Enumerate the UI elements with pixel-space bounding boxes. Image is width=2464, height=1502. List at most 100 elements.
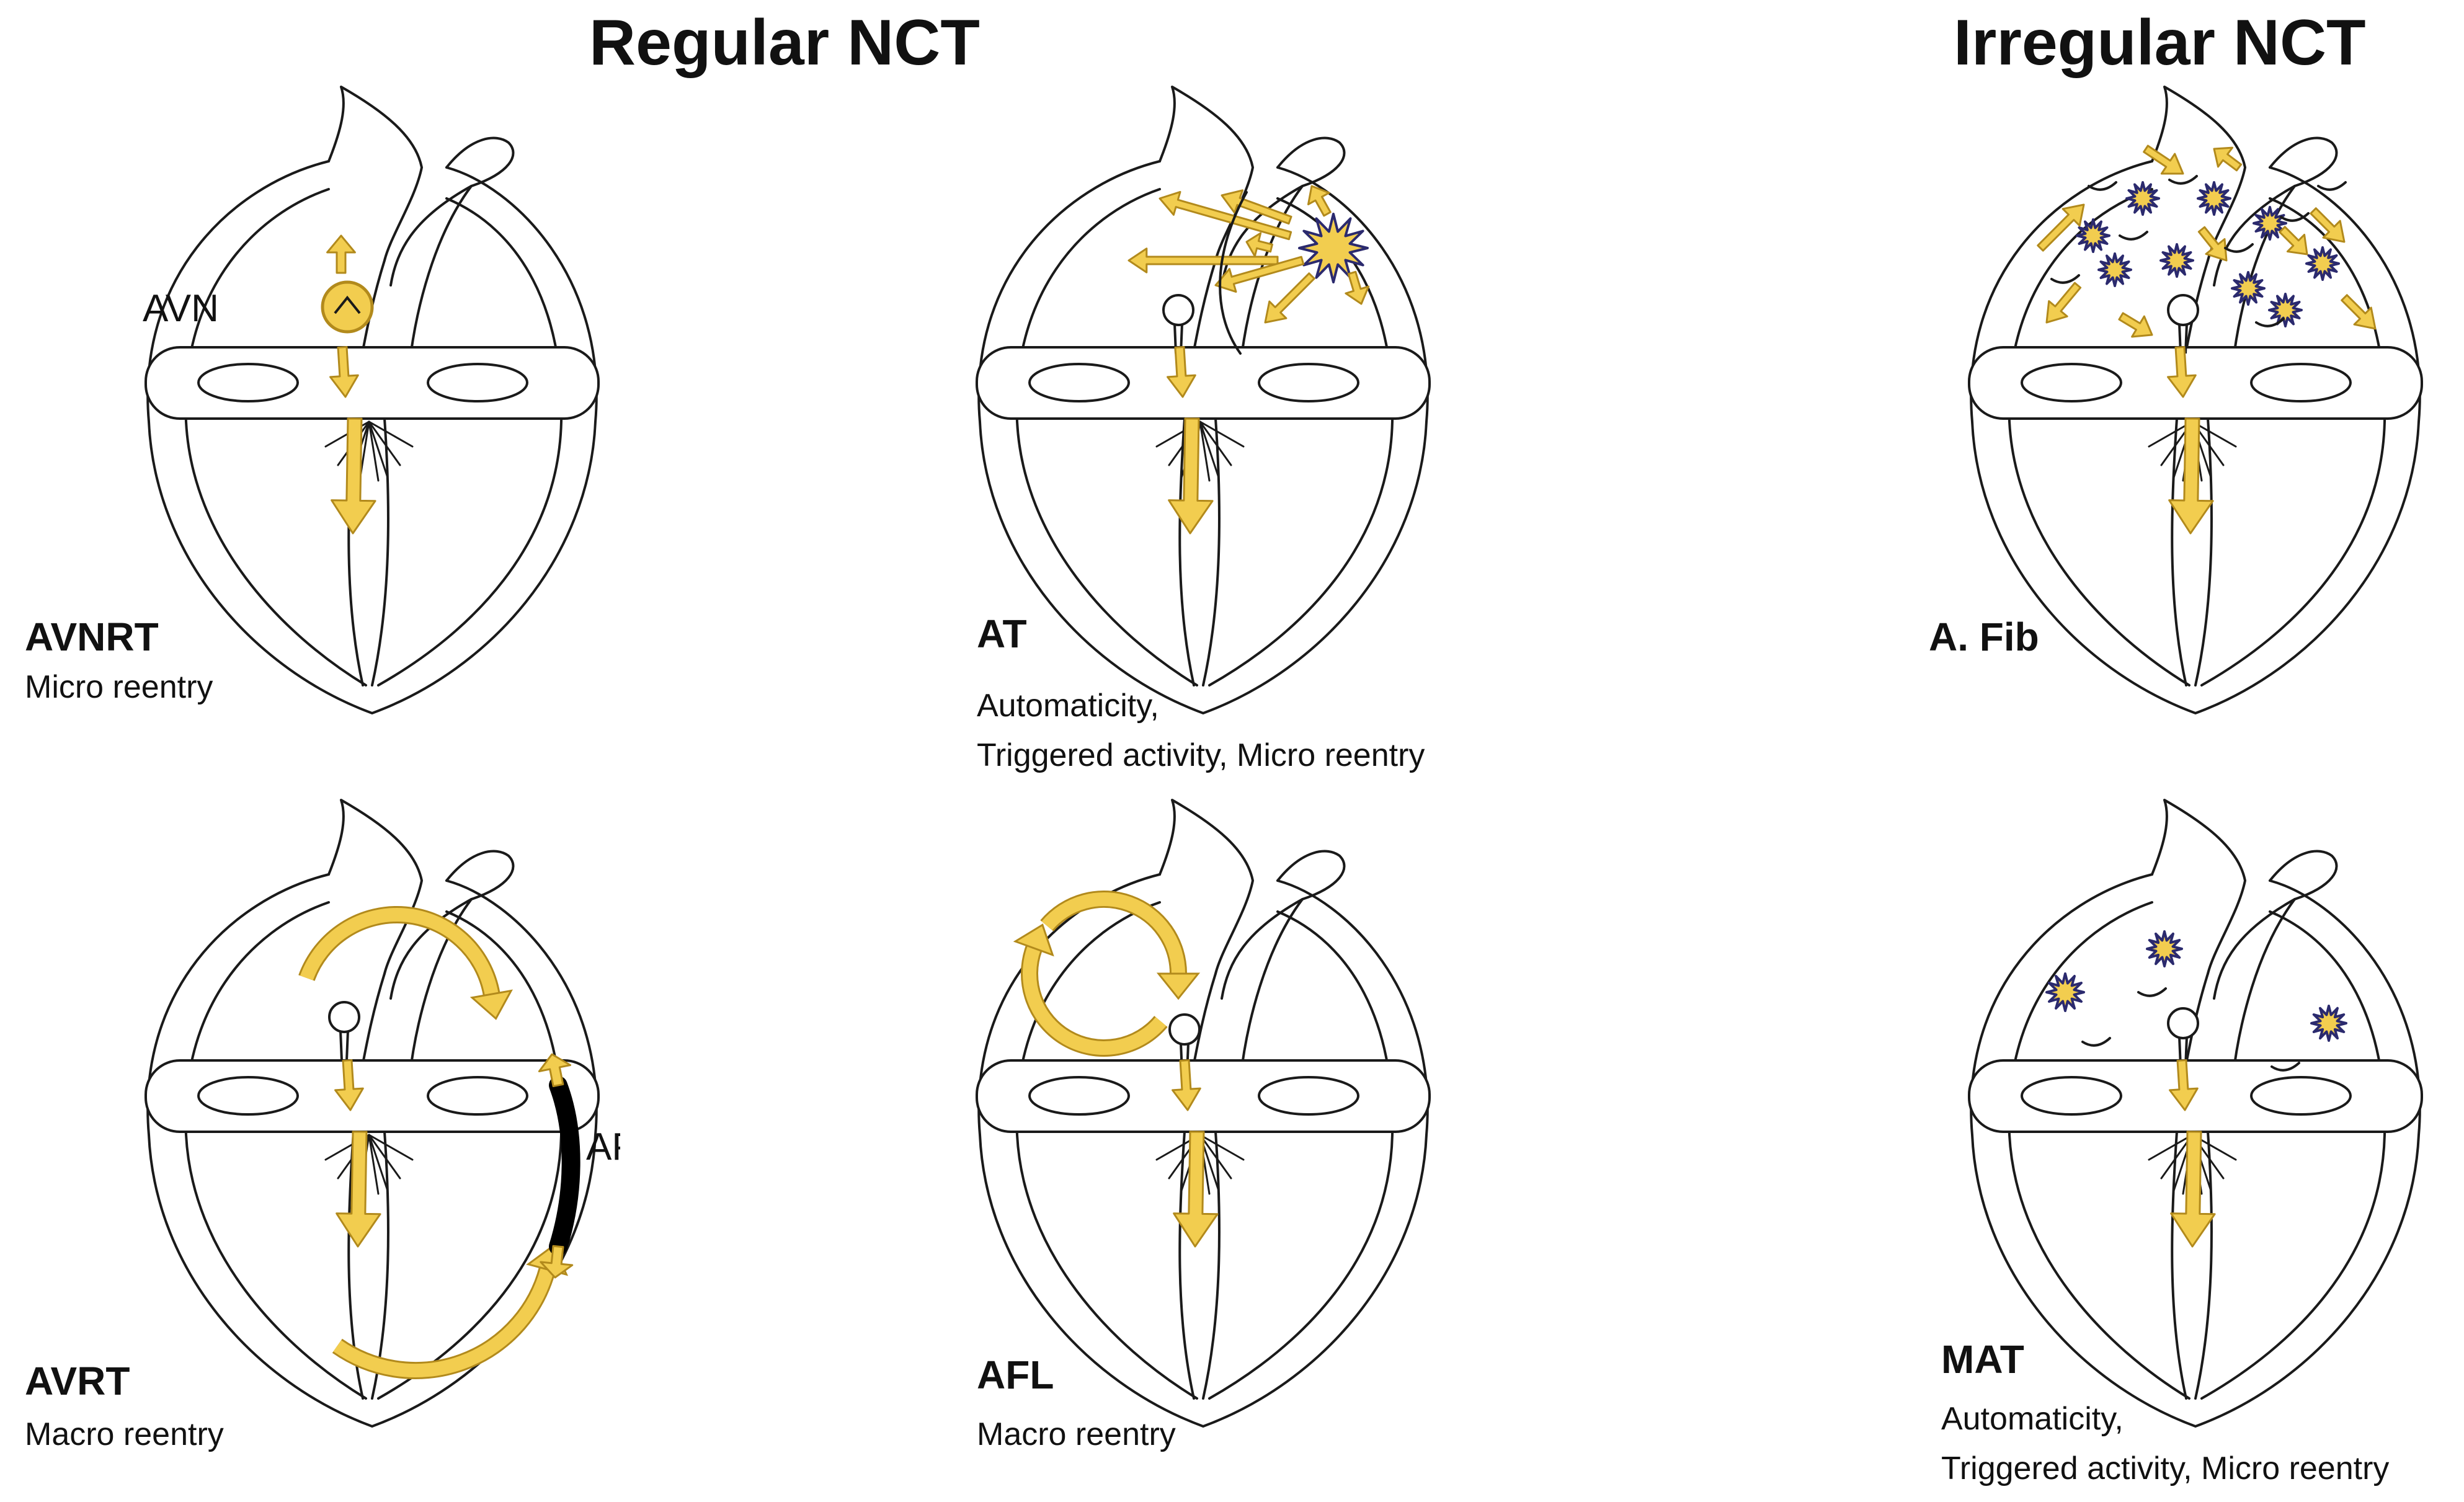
accessory-pathway: [549, 1076, 580, 1256]
flutter-circuit-arc-upper: [1041, 892, 1185, 974]
tricuspid-valve: [197, 363, 299, 402]
wavelet-mark-3: [2224, 243, 2254, 253]
wavelet-mark-8: [2255, 318, 2285, 327]
left-atrium-wall: [408, 185, 473, 367]
mitral-valve: [2250, 1076, 2352, 1116]
outer-wall: [977, 873, 1429, 1428]
ap-label: AP: [586, 1126, 620, 1168]
aortic-arch: [2213, 850, 2338, 1000]
av-plane-band: [145, 346, 600, 420]
fibrillatory-focus-1: [2125, 181, 2160, 216]
av-node: [1168, 1013, 1201, 1046]
crista-line: [1219, 191, 1248, 355]
ventricular-reentry-arc: [333, 1268, 554, 1377]
aortic-arch: [2213, 136, 2338, 287]
great-vessel: [327, 799, 423, 975]
aortic-arch: [1221, 136, 1346, 287]
ectopic-focus-1: [2045, 972, 2085, 1012]
heart-diagram-afib: [1968, 86, 2423, 714]
inner-wall-right: [184, 901, 367, 1400]
chaotic-wavelet-arrow-1: [2037, 203, 2085, 252]
his-conduction-arrow: [1167, 346, 1196, 398]
inner-wall-left: [2200, 197, 2386, 687]
ventricular-conduction-arrow: [331, 417, 376, 535]
his-conduction-arrow: [2169, 1059, 2199, 1111]
avn-label: AVN: [143, 287, 219, 330]
flutter-circuit-arc-upper-head: [1156, 972, 1201, 1000]
mitral-valve: [427, 363, 528, 402]
heart-outline: [976, 86, 1431, 714]
panel-description-avnrt-line-1: Micro reentry: [25, 669, 213, 705]
inner-wall-left: [1208, 910, 1394, 1400]
fibrillatory-focus-9: [2076, 218, 2110, 253]
left-atrium-wall: [2231, 898, 2296, 1080]
wavelet-mark-1: [2050, 274, 2080, 284]
atrial-reentry-arc-edge: [298, 906, 500, 996]
tricuspid-valve: [1028, 363, 1130, 402]
wavelet-mark-3: [2271, 1062, 2300, 1072]
mitral-valve: [1258, 1076, 1359, 1116]
panel-title-at: AT: [977, 611, 1027, 656]
panel-title-afib: A. Fib: [1929, 615, 2039, 659]
wavelet-mark-6: [2280, 212, 2310, 222]
heart-outline: [1968, 799, 2423, 1428]
panel-description-at-line-2: Triggered activity, Micro reentry: [977, 737, 1425, 773]
ventricular-conduction-arrow: [336, 1131, 381, 1248]
fibrillatory-focus-2: [2197, 181, 2231, 216]
inner-wall-right: [2008, 188, 2190, 687]
ventricular-conduction-arrow: [1173, 1131, 1219, 1248]
av-plane-band: [976, 1059, 1431, 1133]
tricuspid-valve: [2021, 363, 2122, 402]
mitral-valve: [427, 1076, 528, 1116]
ectopic-focus-3: [2310, 1005, 2347, 1042]
inner-wall-right: [1015, 901, 1198, 1400]
septum-right: [1178, 417, 1195, 687]
heart-diagram-avnrt: AVN: [143, 86, 600, 714]
av-plane-band: [976, 346, 1431, 420]
purkinje-fiber-6: [368, 1134, 414, 1161]
great-vessel: [1159, 86, 1254, 262]
atrial-wavefront-arrow-5: [1264, 272, 1315, 324]
ectopic-focus-2: [2146, 930, 2183, 967]
heading-irregular-nct: Irregular NCT: [1954, 7, 2366, 79]
bundle-fan: [1155, 420, 1245, 482]
panel-description-afl-line-1: Macro reentry: [977, 1416, 1176, 1452]
av-node: [2167, 1007, 2199, 1039]
av-plane-band: [1968, 346, 2423, 420]
mitral-valve: [1258, 363, 1359, 402]
panel-title-afl: AFL: [977, 1353, 1054, 1397]
atrial-reentry-arc: [300, 908, 499, 996]
great-vessel: [2151, 799, 2246, 975]
heart-diagram-afl: [976, 799, 1431, 1428]
great-vessel: [2151, 86, 2246, 262]
septum-left: [2194, 1131, 2213, 1400]
flutter-circuit-arc-lower-head: [1013, 923, 1054, 957]
afib-activation: [2037, 144, 2377, 535]
septum-left: [1202, 417, 1221, 687]
at-activation: [1127, 185, 1370, 535]
his-conduction-arrow: [334, 1059, 364, 1111]
septum-right: [2171, 1131, 2187, 1400]
panel-description-at-line-1: Automaticity,: [977, 688, 1159, 724]
av-node-stem-b: [345, 1030, 349, 1061]
atrial-wavefront-arrow-2: [1127, 247, 1279, 273]
wavelet-mark-4: [2317, 181, 2347, 191]
purkinje-fiber-4: [368, 1134, 389, 1192]
ectopic-focus: [1298, 213, 1369, 283]
inner-wall-left: [2200, 910, 2386, 1400]
outer-wall: [146, 160, 598, 714]
purkinje-fiber-4: [1199, 420, 1220, 479]
his-conduction-arrow: [329, 346, 359, 398]
av-node-stem-b: [2184, 323, 2188, 354]
fibrillatory-focus-5: [2253, 206, 2287, 241]
purkinje-fiber-5: [368, 420, 401, 466]
avnrt-activation: AVN: [143, 234, 376, 535]
av-node: [2167, 294, 2199, 326]
atrial-wavefront-arrow-4: [1214, 256, 1305, 293]
outer-wall: [146, 873, 598, 1428]
fibrillatory-focus-6: [2305, 246, 2340, 281]
heart-diagram-mat: [1968, 799, 2423, 1428]
his-conduction-arrow: [2167, 346, 2197, 398]
septum-left: [2194, 417, 2213, 687]
mitral-valve: [2250, 363, 2352, 402]
